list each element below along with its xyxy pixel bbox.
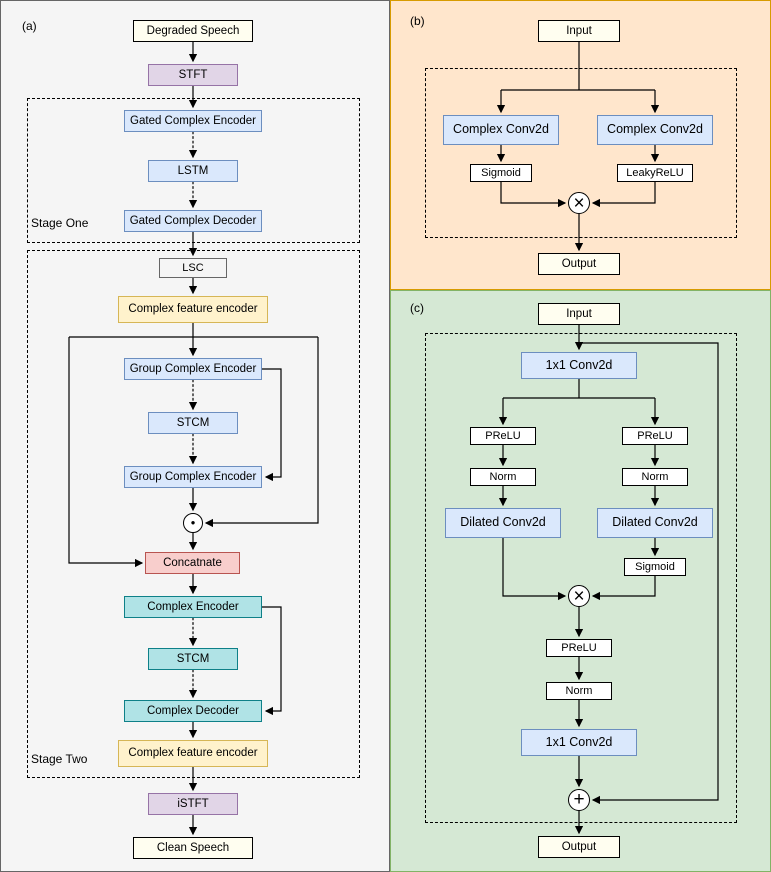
node-complex-feature-encoder-2: Complex feature encoder <box>118 740 268 767</box>
panel-a-label: (a) <box>22 19 37 33</box>
multiply-operator-icon: × <box>568 585 590 607</box>
panel-b-label: (b) <box>410 14 425 28</box>
node-c-output: Output <box>538 836 620 858</box>
stage-two-label: Stage Two <box>31 752 88 766</box>
node-clean-speech: Clean Speech <box>133 837 253 859</box>
panel-c-label: (c) <box>410 301 424 315</box>
gate-block-box <box>425 68 737 238</box>
node-prelu-right: PReLU <box>622 427 688 445</box>
node-complex-feature-encoder-1: Complex feature encoder <box>118 296 268 323</box>
node-prelu-mid: PReLU <box>546 639 612 657</box>
node-stcm-2: STCM <box>148 648 238 670</box>
multiply-operator-icon: × <box>568 192 590 214</box>
add-operator-icon: + <box>568 789 590 811</box>
node-complex-conv2d-left: Complex Conv2d <box>443 115 559 145</box>
node-dilated-conv2d-left: Dilated Conv2d <box>445 508 561 538</box>
node-leaky-relu: LeakyReLU <box>617 164 693 182</box>
node-concatenate: Concatnate <box>145 552 240 574</box>
node-istft: iSTFT <box>148 793 238 815</box>
node-conv1x1-top: 1x1 Conv2d <box>521 352 637 379</box>
node-complex-conv2d-right: Complex Conv2d <box>597 115 713 145</box>
node-dilated-conv2d-right: Dilated Conv2d <box>597 508 713 538</box>
tcn-block-box <box>425 333 737 823</box>
node-degraded-speech: Degraded Speech <box>133 20 253 42</box>
node-b-output: Output <box>538 253 620 275</box>
panel-b <box>390 0 771 290</box>
stage-one-label: Stage One <box>31 216 89 230</box>
node-stft: STFT <box>148 64 238 86</box>
node-c-sigmoid: Sigmoid <box>624 558 686 576</box>
node-norm-mid: Norm <box>546 682 612 700</box>
node-b-sigmoid: Sigmoid <box>470 164 532 182</box>
node-lstm: LSTM <box>148 160 238 182</box>
node-norm-left: Norm <box>470 468 536 486</box>
elementwise-dot-operator-icon: ● <box>183 513 203 533</box>
node-lsc: LSC <box>159 258 227 278</box>
panel-a <box>0 0 390 872</box>
node-norm-right: Norm <box>622 468 688 486</box>
node-b-input: Input <box>538 20 620 42</box>
node-complex-encoder: Complex Encoder <box>124 596 262 618</box>
node-prelu-left: PReLU <box>470 427 536 445</box>
node-stcm-1: STCM <box>148 412 238 434</box>
node-c-input: Input <box>538 303 620 325</box>
node-complex-decoder: Complex Decoder <box>124 700 262 722</box>
node-gated-complex-encoder: Gated Complex Encoder <box>124 110 262 132</box>
node-group-complex-encoder-2: Group Complex Encoder <box>124 466 262 488</box>
node-gated-complex-decoder: Gated Complex Decoder <box>124 210 262 232</box>
node-conv1x1-bottom: 1x1 Conv2d <box>521 729 637 756</box>
node-group-complex-encoder-1: Group Complex Encoder <box>124 358 262 380</box>
